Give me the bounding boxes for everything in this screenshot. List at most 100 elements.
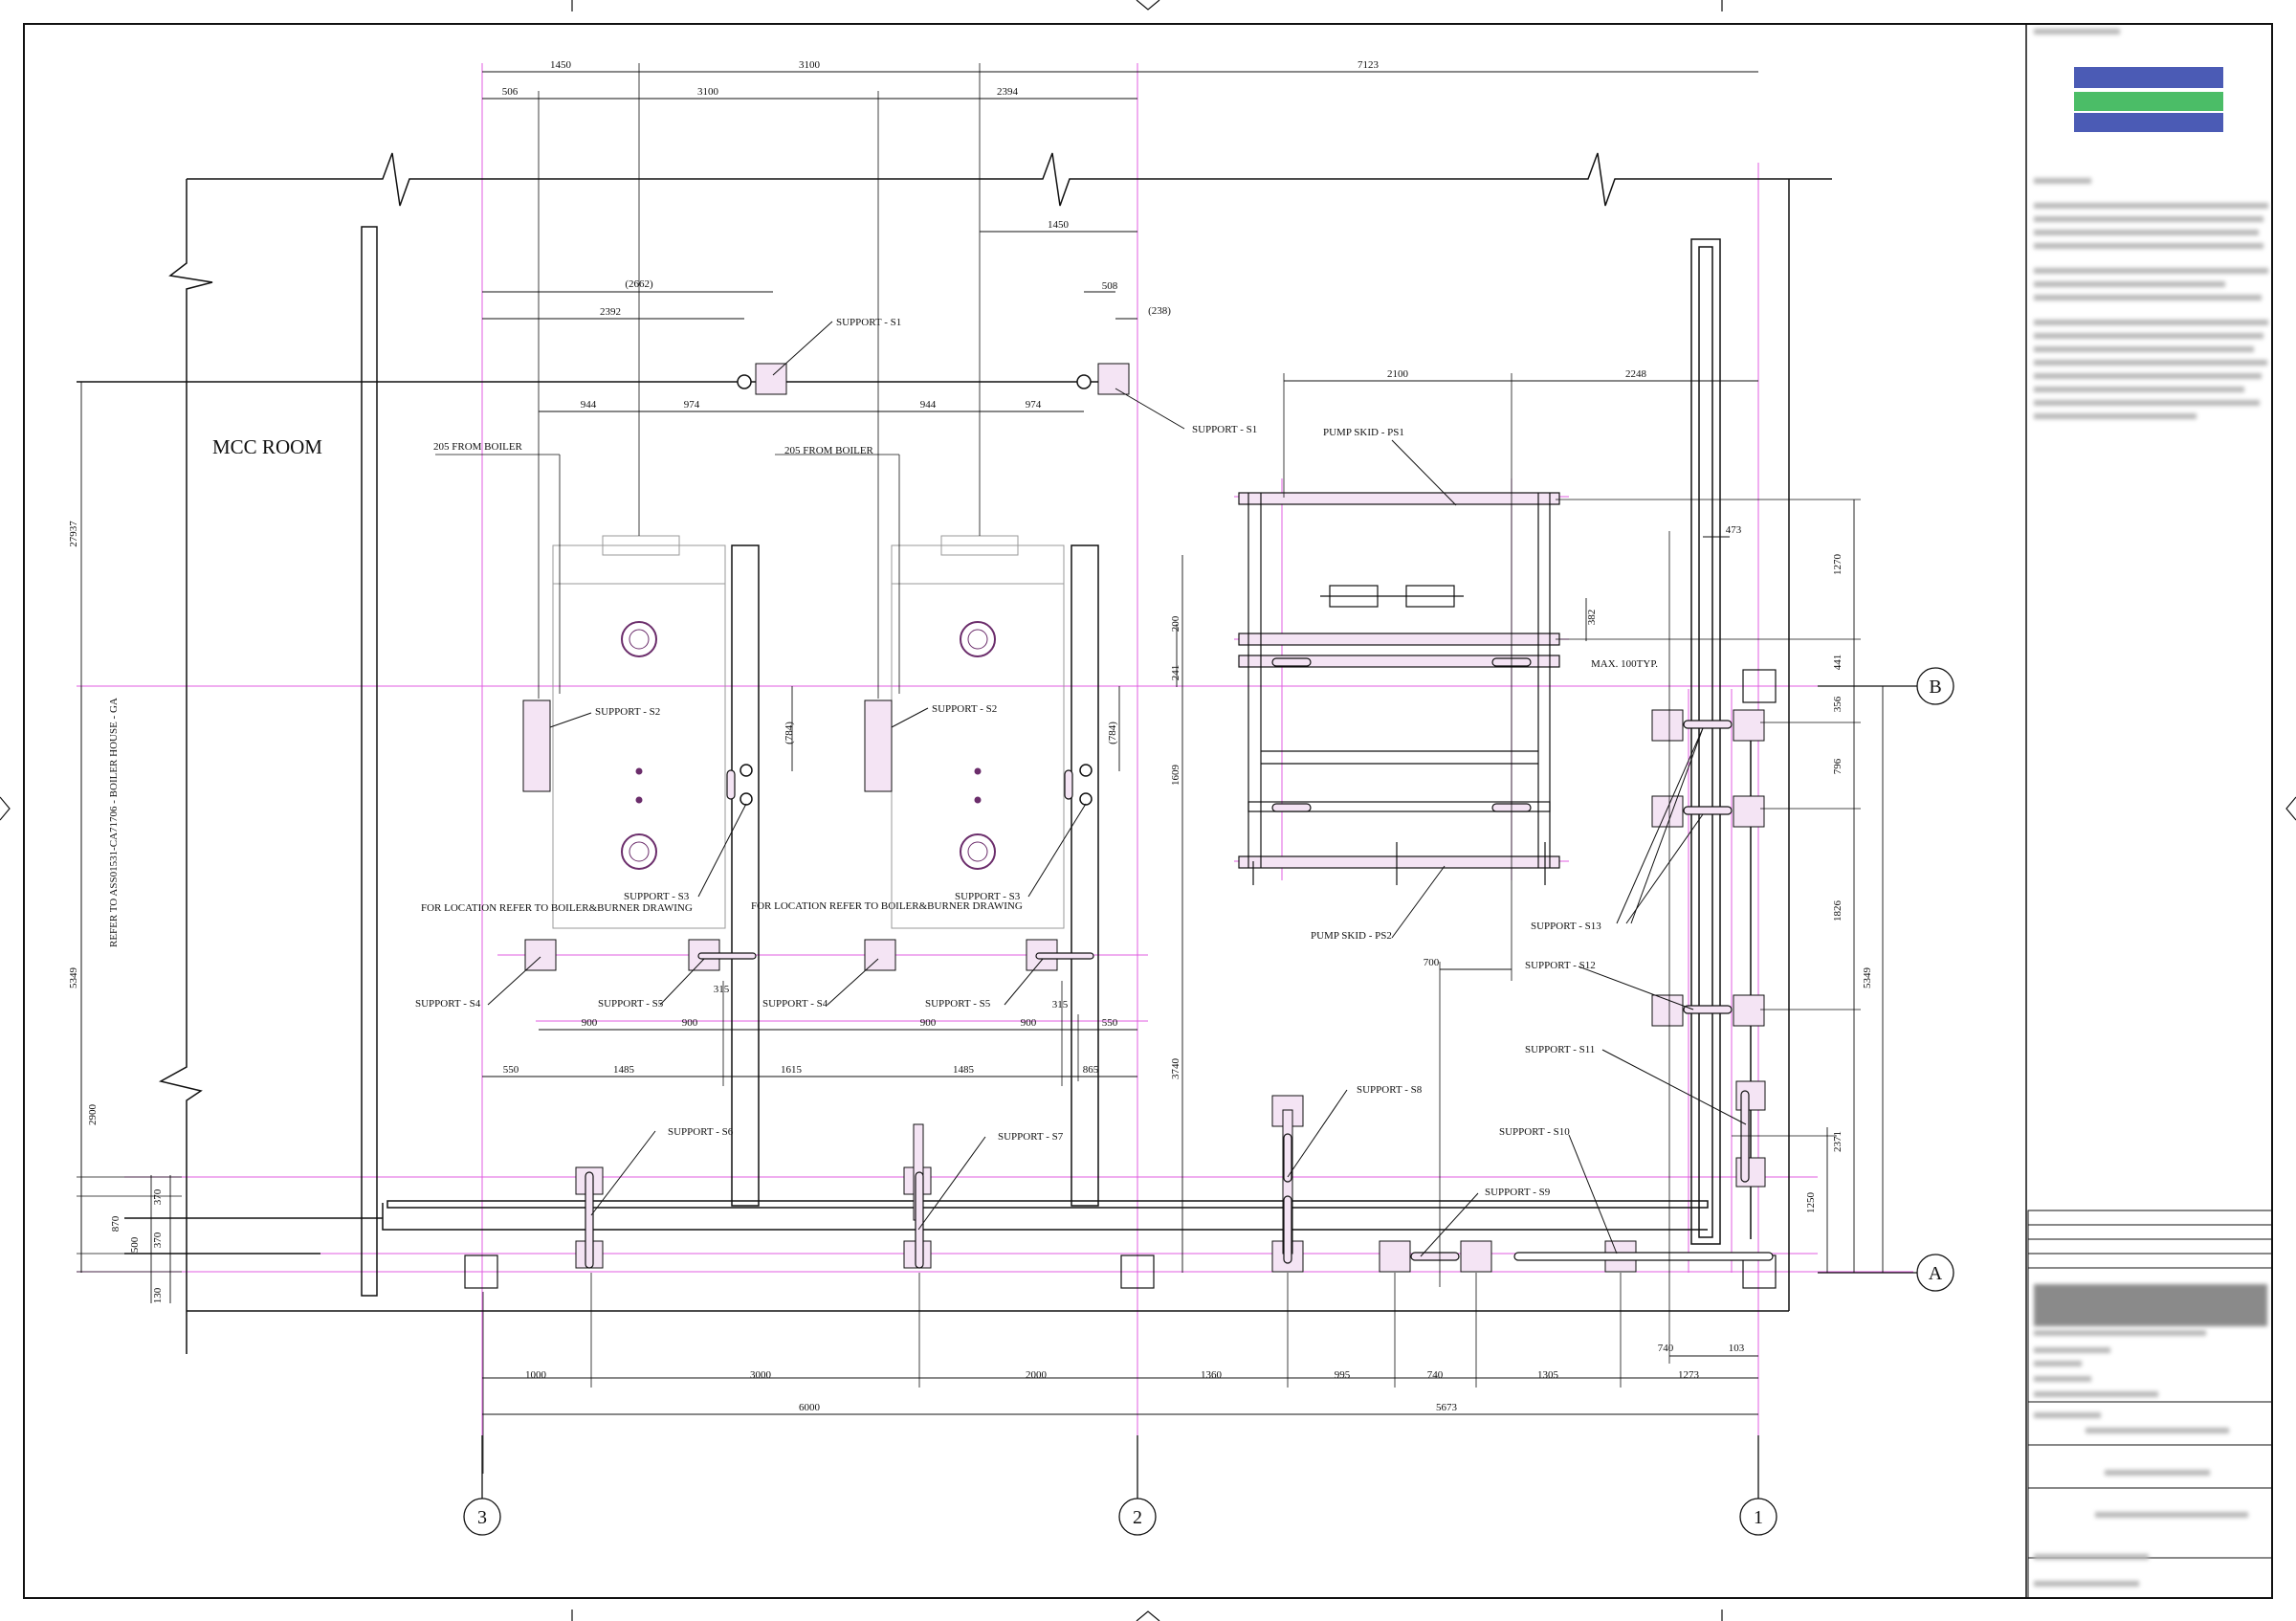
support-label-s1: SUPPORT - S1 bbox=[836, 317, 901, 328]
support-label-s5: SUPPORT - S5 bbox=[925, 998, 991, 1010]
dim-text: 2900 bbox=[87, 1104, 99, 1126]
dim-text: 1450 bbox=[550, 59, 572, 71]
dim-text: 900 bbox=[682, 1017, 698, 1029]
boiler-1 bbox=[552, 535, 726, 929]
dim-text: (2662) bbox=[625, 278, 653, 290]
dim-text: 5673 bbox=[1436, 1402, 1458, 1413]
dim-text: 1450 bbox=[1048, 219, 1070, 231]
dim-text: 1270 bbox=[1832, 554, 1843, 576]
dim-text: 550 bbox=[503, 1064, 519, 1076]
leader-lines bbox=[487, 321, 1747, 1257]
dim-text: 1360 bbox=[1201, 1369, 1223, 1381]
dim-text: 370 bbox=[152, 1188, 164, 1205]
support-label-s11: SUPPORT - S11 bbox=[1525, 1044, 1595, 1055]
dim-text: 7123 bbox=[1358, 59, 1380, 71]
dim-text: 974 bbox=[684, 399, 700, 411]
dim-text: 995 bbox=[1335, 1369, 1351, 1381]
dimension-texts-vertical: 1270 382 200 241 441 356 796 1826 5349 2… bbox=[68, 521, 1873, 1304]
support-plates bbox=[522, 363, 1766, 1273]
support-label-s6: SUPPORT - S6 bbox=[668, 1126, 734, 1138]
pump-skid-ps1-label: PUMP SKID - PS1 bbox=[1323, 427, 1404, 438]
dim-text: 865 bbox=[1083, 1064, 1099, 1076]
extension-lines bbox=[77, 63, 1861, 1474]
pump-skid-ps2-label: PUMP SKID - PS2 bbox=[1311, 930, 1392, 942]
dim-text: 2394 bbox=[997, 86, 1019, 98]
dim-text: 3000 bbox=[750, 1369, 772, 1381]
support-s4-plate bbox=[864, 939, 896, 971]
support-label-s2: SUPPORT - S2 bbox=[932, 703, 997, 715]
dim-text: 370 bbox=[152, 1232, 164, 1248]
dim-text: 1609 bbox=[1170, 765, 1181, 787]
dim-text: 315 bbox=[1052, 999, 1069, 1010]
dim-text: 130 bbox=[152, 1287, 164, 1303]
dim-text: 103 bbox=[1729, 1343, 1745, 1354]
support-label-s7: SUPPORT - S7 bbox=[998, 1131, 1064, 1143]
support-label-s5: SUPPORT - S5 bbox=[598, 998, 664, 1010]
dim-text: 900 bbox=[920, 1017, 937, 1029]
dim-text: 473 bbox=[1726, 524, 1742, 536]
dim-text: 1485 bbox=[613, 1064, 635, 1076]
dim-text: 2248 bbox=[1625, 368, 1647, 380]
dim-text: (784) bbox=[1107, 722, 1118, 744]
dim-text: 506 bbox=[502, 86, 519, 98]
dim-text: 1305 bbox=[1537, 1369, 1559, 1381]
dim-text: 796 bbox=[1832, 758, 1843, 774]
dim-text: 241 bbox=[1170, 665, 1181, 681]
grid-label-3: 3 bbox=[477, 1507, 487, 1528]
support-label-s10: SUPPORT - S10 bbox=[1499, 1126, 1570, 1138]
boiler-location-note: FOR LOCATION REFER TO BOILER&BURNER DRAW… bbox=[751, 900, 1023, 912]
support-label-s1: SUPPORT - S1 bbox=[1192, 424, 1257, 435]
grid-bubbles bbox=[463, 667, 1954, 1536]
grid-labels: 3 2 1 B A bbox=[477, 677, 1943, 1528]
support-s12-plate bbox=[1733, 994, 1765, 1027]
support-s2-plate bbox=[864, 699, 893, 792]
dim-text: 740 bbox=[1427, 1369, 1444, 1381]
dim-text: 1485 bbox=[953, 1064, 975, 1076]
dim-text: 900 bbox=[1021, 1017, 1037, 1029]
dim-text: 441 bbox=[1832, 655, 1843, 671]
grid-label-2: 2 bbox=[1133, 1507, 1142, 1528]
support-label-s2: SUPPORT - S2 bbox=[595, 706, 660, 718]
dim-text: 27937 bbox=[68, 521, 79, 547]
dim-text: 2000 bbox=[1026, 1369, 1048, 1381]
dim-text: 1615 bbox=[781, 1064, 803, 1076]
dim-text: 5349 bbox=[1862, 967, 1873, 989]
dim-text: 315 bbox=[714, 984, 730, 995]
support-s9-plate bbox=[1460, 1240, 1492, 1273]
dim-text: 3100 bbox=[799, 59, 821, 71]
support-label-s4: SUPPORT - S4 bbox=[415, 998, 481, 1010]
dim-text: 944 bbox=[920, 399, 937, 411]
support-label-s4: SUPPORT - S4 bbox=[762, 998, 828, 1010]
column-boxes bbox=[464, 669, 1777, 1289]
title-block-redacted bbox=[2028, 23, 2273, 1598]
support-bars bbox=[585, 720, 1774, 1269]
dimension-lines bbox=[80, 71, 1884, 1415]
dim-text: 2100 bbox=[1387, 368, 1409, 380]
support-s4-plate bbox=[524, 939, 557, 971]
dim-text: 6000 bbox=[799, 1402, 821, 1413]
room-label: MCC ROOM bbox=[212, 435, 322, 458]
support-s13-plate bbox=[1733, 795, 1765, 828]
support-label-s8: SUPPORT - S8 bbox=[1357, 1084, 1423, 1096]
dimension-texts: 1450 3100 7123 506 3100 2394 1450 (2662)… bbox=[502, 59, 1745, 1413]
support-s1-plate bbox=[1097, 363, 1130, 395]
reference-note: REFER TO ASS01531-CA71706 - BOILER HOUSE… bbox=[108, 698, 120, 947]
from-boiler-note: 205 FROM BOILER bbox=[433, 441, 523, 453]
dim-text: 356 bbox=[1832, 696, 1843, 712]
support-s1-plate bbox=[755, 363, 787, 395]
support-label-s12: SUPPORT - S12 bbox=[1525, 960, 1596, 971]
dim-text: 5349 bbox=[68, 967, 79, 989]
dim-text: 974 bbox=[1026, 399, 1042, 411]
support-s13-plate bbox=[1733, 709, 1765, 742]
boiler-2 bbox=[891, 535, 1065, 929]
dim-text: 740 bbox=[1658, 1343, 1674, 1354]
dim-text: 3740 bbox=[1170, 1058, 1181, 1080]
dim-text: 200 bbox=[1170, 615, 1181, 632]
support-label-s9: SUPPORT - S9 bbox=[1485, 1187, 1551, 1198]
dim-text: 3100 bbox=[697, 86, 719, 98]
company-logo bbox=[2074, 67, 2223, 132]
notes: 205 FROM BOILER 205 FROM BOILER FOR LOCA… bbox=[421, 441, 1658, 914]
support-s2-plate bbox=[522, 699, 551, 792]
building-walls bbox=[158, 152, 1832, 1354]
